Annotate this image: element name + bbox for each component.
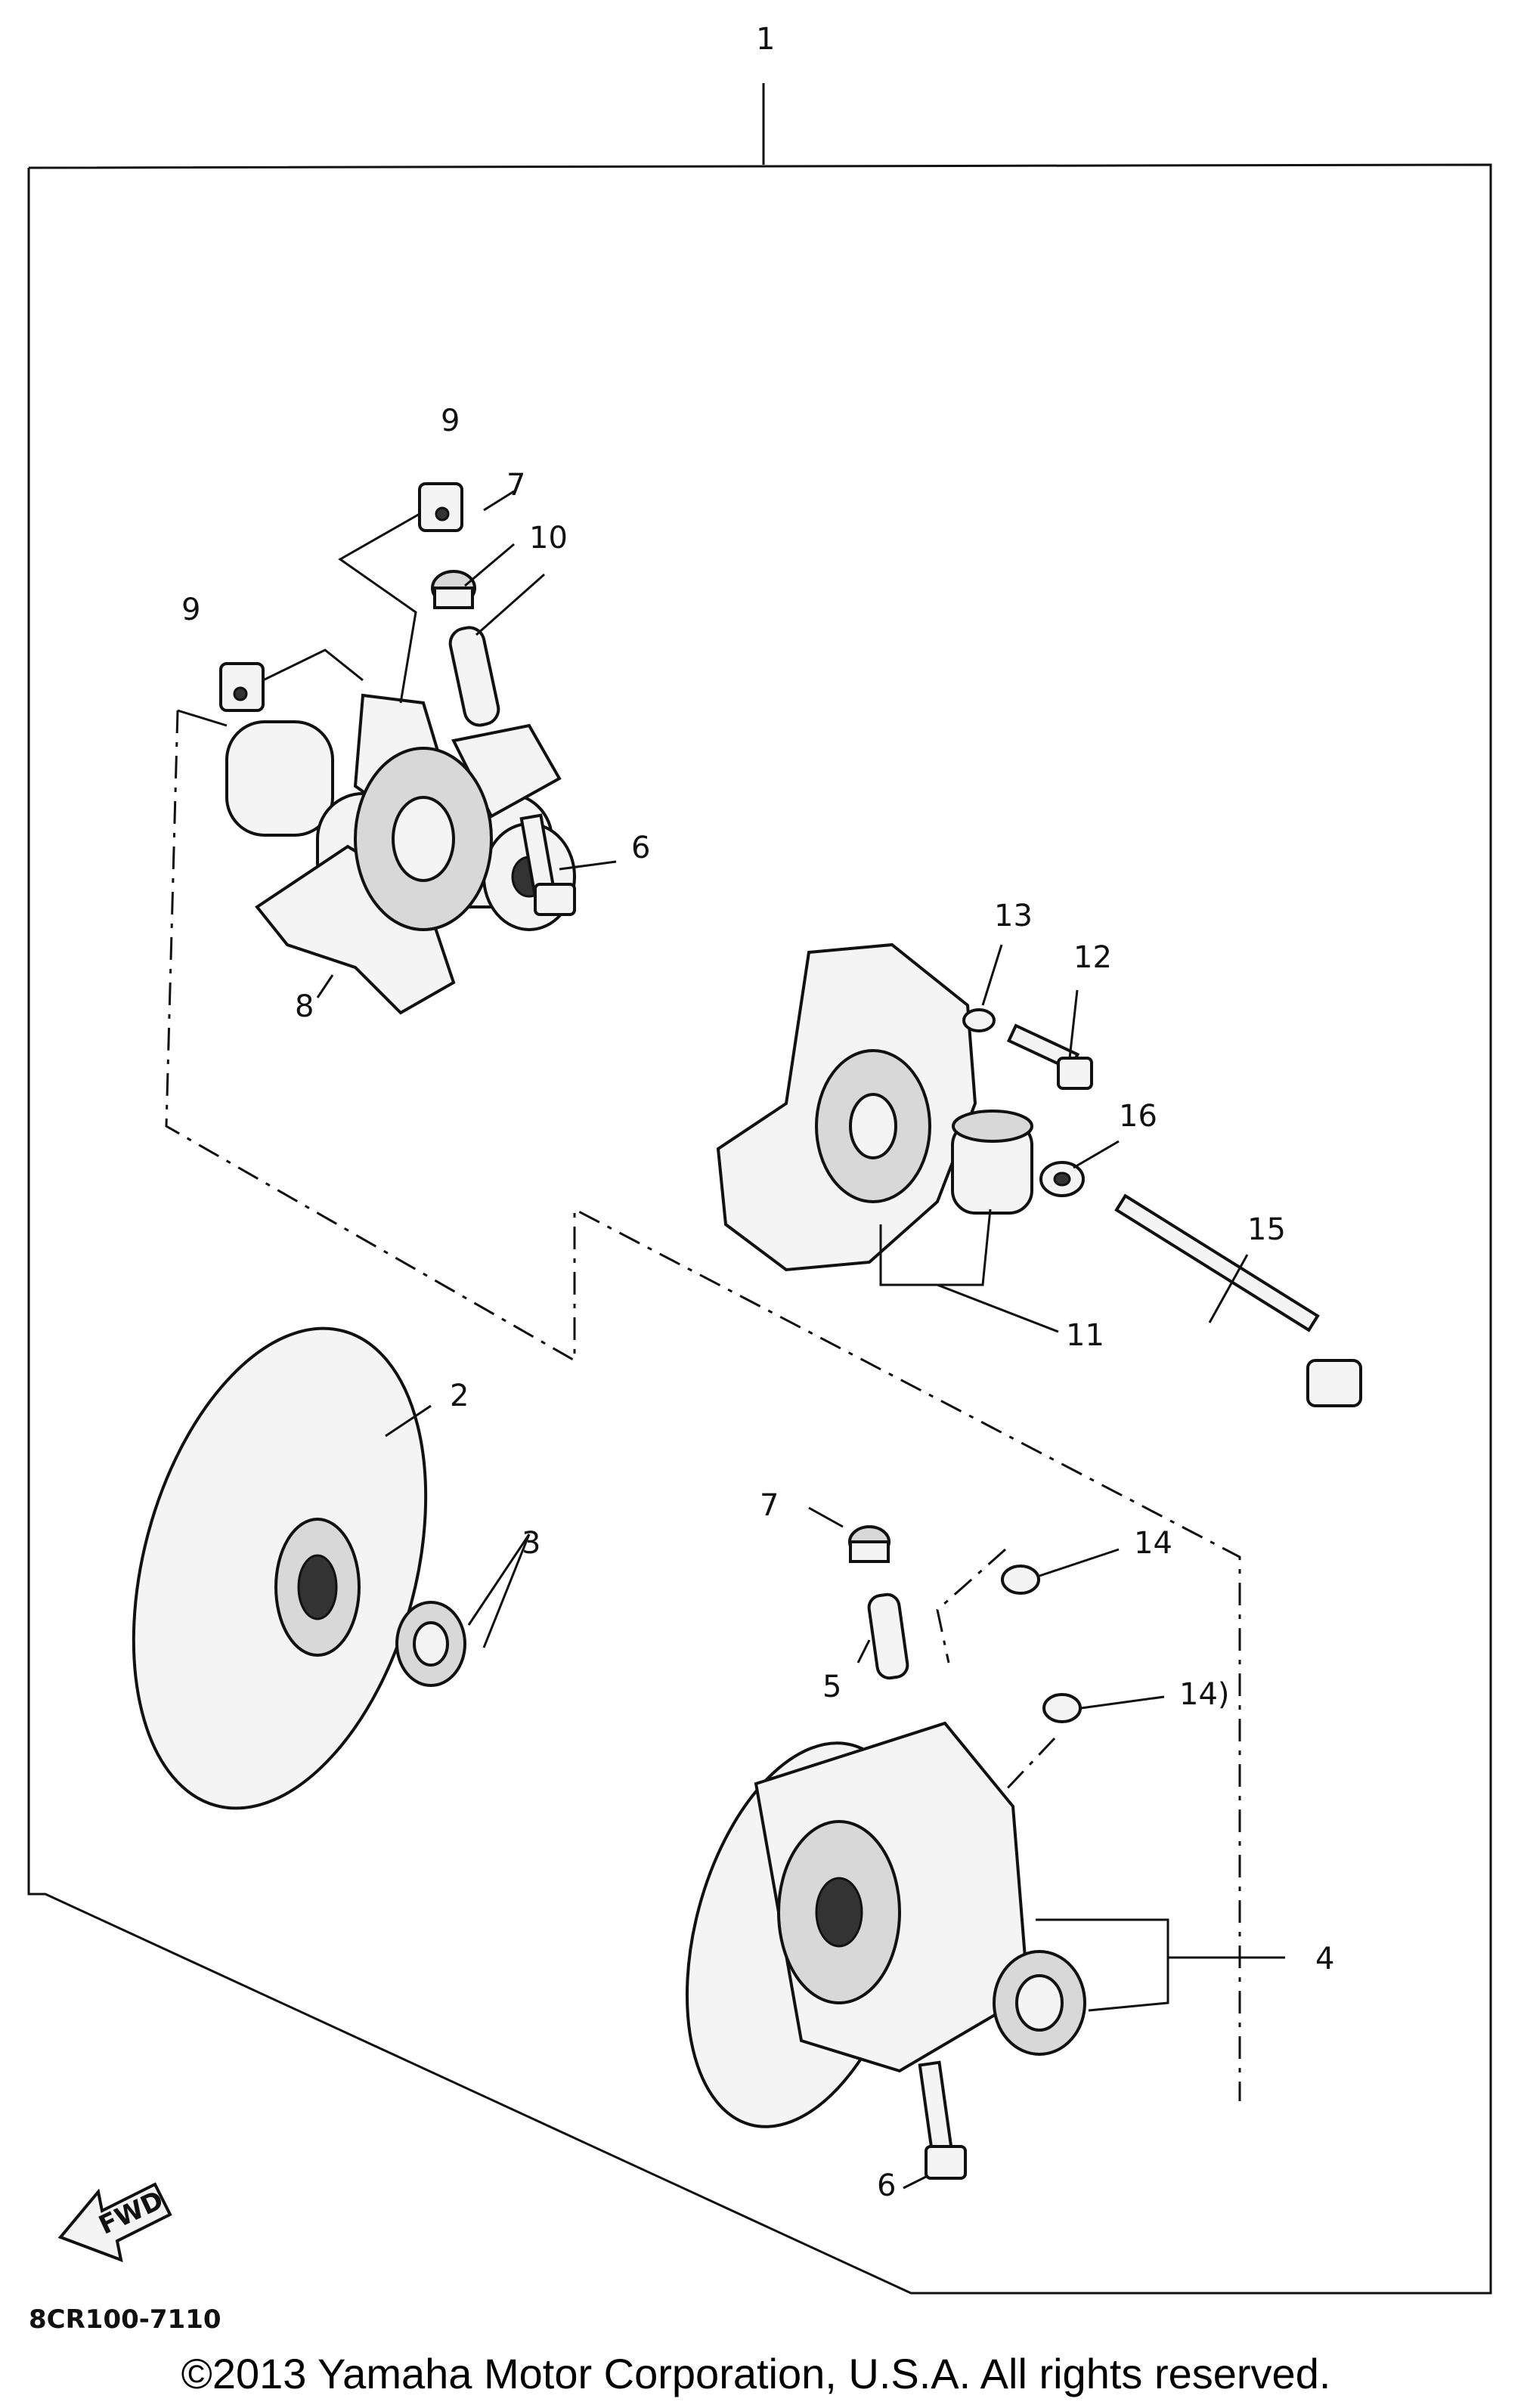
part-15-bolt <box>1114 1193 1362 1407</box>
part-12-bolt <box>1006 1023 1093 1090</box>
part-11-cover <box>716 942 1059 1333</box>
callout-14-lower: 14) <box>1179 1677 1230 1712</box>
callout-7-lower: 7 <box>760 1488 779 1523</box>
part-14-button-lower <box>1042 1693 1082 1723</box>
callout-10: 10 <box>529 521 568 556</box>
callout-1: 1 <box>756 22 775 57</box>
part-6-bolt-lower <box>918 2060 967 2180</box>
sub-assembly-outline <box>165 709 1241 2101</box>
callout-7-upper: 7 <box>506 468 525 503</box>
callout-12: 12 <box>1073 940 1112 975</box>
fwd-arrow-icon: FWD <box>57 2182 172 2263</box>
part-7-nut-lower <box>848 1525 890 1563</box>
callout-14-upper: 14 <box>1134 1526 1172 1561</box>
callout-6-lower: 6 <box>877 2168 896 2203</box>
callout-15: 15 <box>1247 1212 1286 1247</box>
part-9-weight-lower <box>219 662 265 712</box>
callout-8: 8 <box>295 989 314 1024</box>
part-16-washer <box>1039 1161 1085 1197</box>
leader-lines <box>316 490 1249 2190</box>
assembly-frame <box>27 83 1492 2295</box>
part-2-sheave <box>132 1326 428 1810</box>
part-5-pin <box>867 1592 909 1680</box>
callout-9-lower: 9 <box>181 593 200 627</box>
part-13-washer <box>962 1008 996 1032</box>
part-3-collar <box>395 1601 466 1687</box>
callout-9-upper: 9 <box>441 404 460 438</box>
callout-5: 5 <box>822 1670 841 1704</box>
part-8-spider <box>225 693 576 1015</box>
callout-13: 13 <box>994 899 1033 933</box>
callouts: 1 9 7 10 9 6 8 13 12 16 15 11 2 3 7 14 5… <box>181 22 1334 2203</box>
drawing-code: 8CR100-7110 <box>29 2304 221 2335</box>
part-6-bolt-upper <box>519 813 576 916</box>
callout-4: 4 <box>1315 1942 1334 1976</box>
callout-11: 11 <box>1066 1318 1104 1353</box>
callout-3: 3 <box>522 1526 540 1561</box>
part-10-pin <box>448 626 500 727</box>
part-7-nut-upper <box>431 570 476 609</box>
callout-16: 16 <box>1119 1099 1157 1134</box>
part-4-moveable-sheave <box>685 1721 1285 2128</box>
copyright-notice: ©2013 Yamaha Motor Corporation, U.S.A. A… <box>181 2350 1331 2397</box>
callout-2: 2 <box>450 1379 469 1413</box>
callout-6-upper: 6 <box>631 831 650 865</box>
part-9-weight-upper <box>418 482 463 532</box>
part-14-button-upper <box>1001 1565 1040 1595</box>
